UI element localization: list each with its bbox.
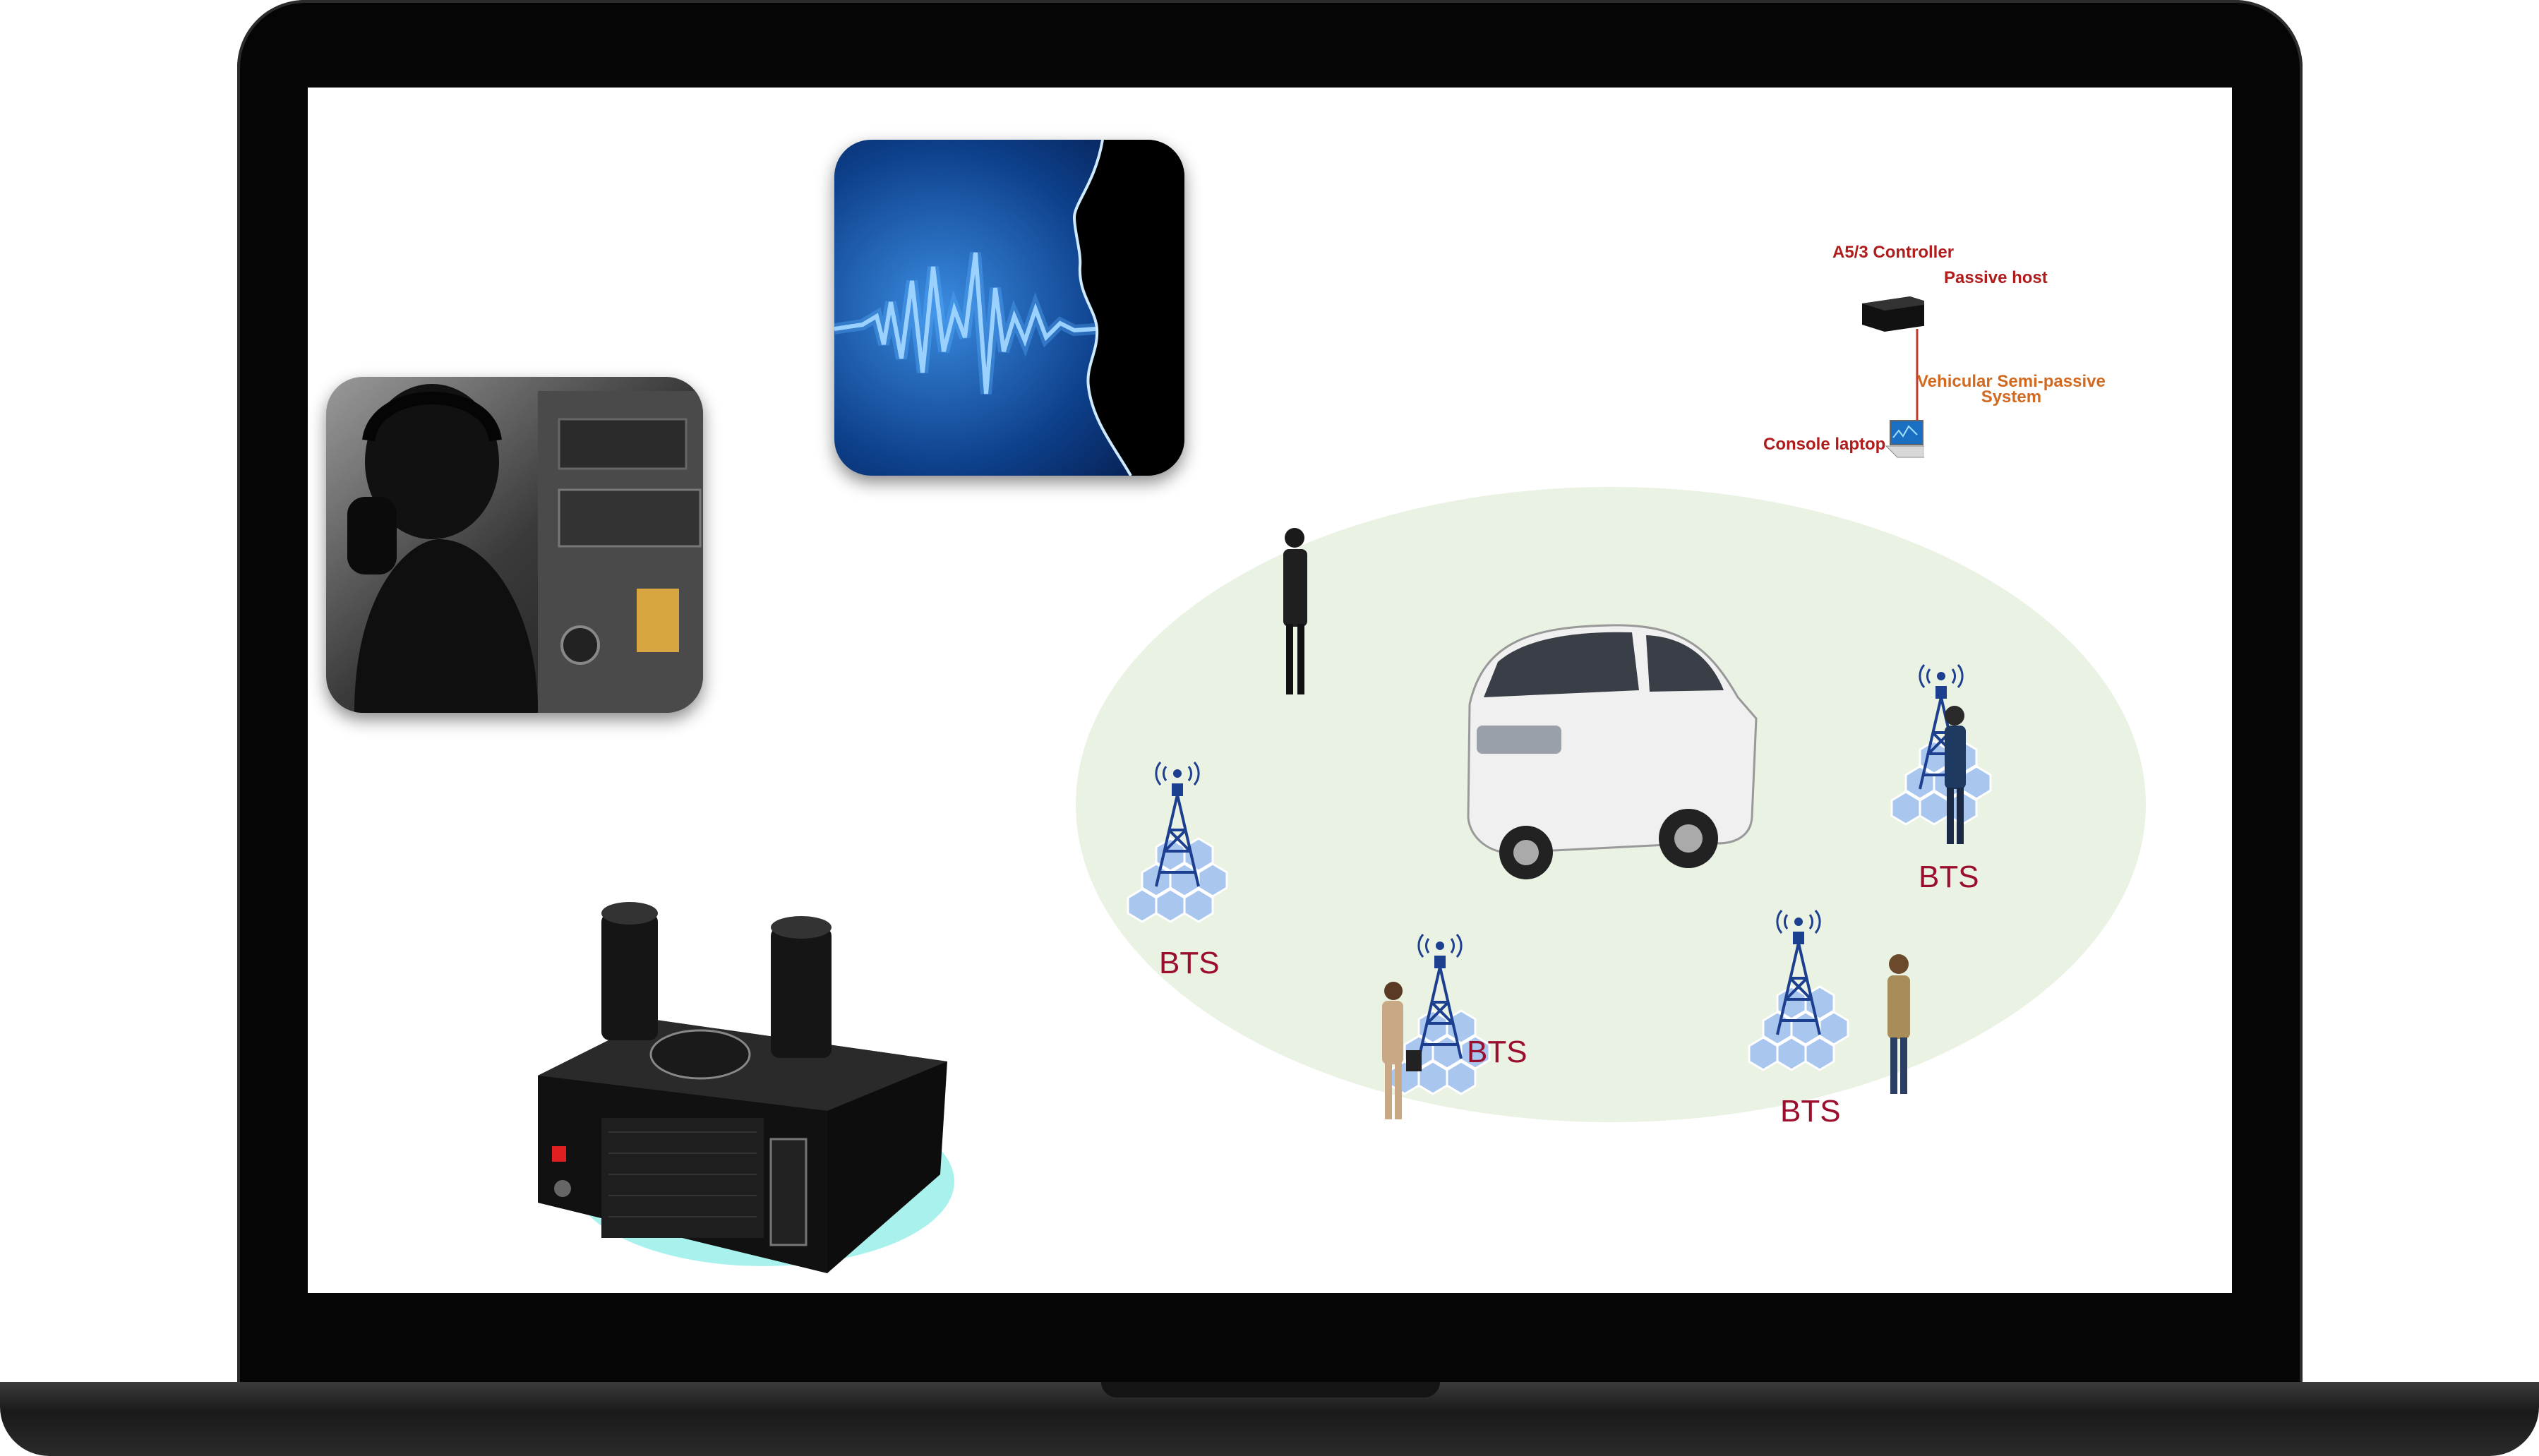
bts-label: BTS	[1919, 860, 1979, 894]
bts-label: BTS	[1467, 1035, 1527, 1069]
controller-label: A5/3 Controller	[1832, 243, 1955, 262]
interception-device-photo	[531, 850, 954, 1293]
vehicular-label-line1: Vehicular Semi-passive	[1917, 372, 2106, 391]
laptop-hinge	[1101, 1382, 1440, 1397]
listener-photo	[326, 377, 703, 713]
bts-label: BTS	[1780, 1094, 1841, 1129]
bts-label: BTS	[1159, 946, 1220, 980]
system-diagram: A5/3 Controller Passive host Vehicular S…	[1430, 155, 2106, 508]
passive-host-label: Passive host	[1944, 268, 2048, 287]
vehicular-label-line2: System	[1981, 387, 2042, 407]
console-laptop-label: Console laptop	[1763, 435, 1886, 454]
vehicular-system-label: Vehicular Semi-passive System	[1917, 372, 2106, 407]
person-icon	[1382, 982, 1422, 1119]
console-laptop-icon	[1885, 420, 1924, 458]
person-icon	[1945, 706, 1966, 844]
voice-wave-photo	[834, 140, 1184, 476]
controller-box-icon	[1862, 296, 1924, 332]
laptop-screen: A5/3 Controller Passive host Vehicular S…	[308, 88, 2232, 1293]
person-icon	[1283, 528, 1307, 694]
person-icon	[1887, 954, 1910, 1094]
coverage-area: BTS BTS BTS BTS	[1074, 486, 2147, 1129]
vehicle-icon	[1467, 624, 1758, 879]
